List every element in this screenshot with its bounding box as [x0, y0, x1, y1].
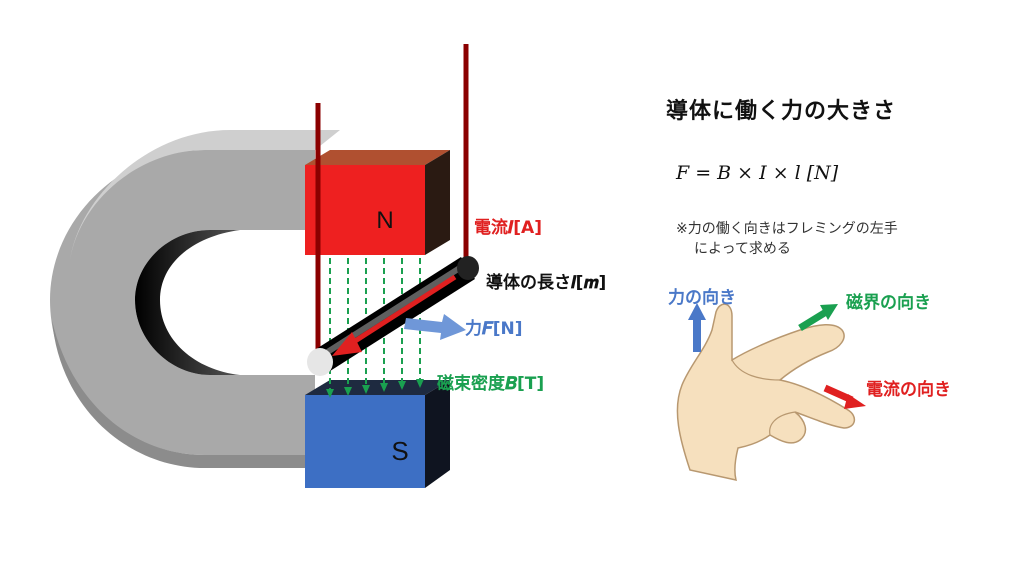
south-pole-label: S [391, 436, 408, 466]
hand-field-label: 磁界の向き [846, 293, 931, 313]
conductor-length-label: 導体の長さ𝒍[𝒎] [486, 273, 607, 293]
flux-arrowhead [416, 379, 424, 388]
flux-arrowhead [326, 389, 334, 398]
magnet-inner-shadow [135, 230, 240, 375]
note-line-2: によって求める [694, 241, 791, 257]
conductor-end [307, 348, 333, 376]
flux-density-label: 磁束密度𝑩[T] [437, 374, 545, 394]
hand-force-label: 力の向き [668, 288, 736, 308]
force-label: 力𝑭[N] [465, 319, 523, 339]
north-pole-label: N [376, 207, 393, 234]
north-pole-top [305, 150, 450, 165]
horseshoe-magnet: N S [50, 130, 450, 488]
hand-shape [676, 303, 856, 481]
force-arrow [404, 314, 466, 340]
magnet-body [50, 150, 315, 455]
north-pole-front [305, 165, 425, 255]
magnet-lower-shade [52, 320, 315, 468]
left-hand-illustration [676, 303, 856, 481]
south-pole-front [305, 395, 425, 488]
hand-current-arrow [823, 384, 866, 409]
south-pole-side [425, 380, 450, 488]
force-formula: F = B × I × l [N] [676, 162, 839, 184]
current-arrow [332, 274, 457, 356]
current-label: 電流𝑰[A] [474, 218, 542, 238]
flux-arrowhead [344, 387, 352, 396]
magnet-top-face [70, 130, 340, 260]
hand-force-arrow [688, 303, 706, 352]
south-pole-top [305, 380, 450, 395]
note-line-1: ※力の働く向きはフレミングの左手 [676, 221, 898, 237]
flux-arrowhead [362, 385, 370, 394]
flux-arrowhead [398, 381, 406, 390]
page-title: 導体に働く力の大きさ [666, 99, 897, 124]
flux-arrowhead [380, 383, 388, 392]
hand-current-label: 電流の向き [866, 380, 951, 400]
hand-field-arrow [798, 304, 838, 331]
north-pole-side [425, 150, 450, 255]
